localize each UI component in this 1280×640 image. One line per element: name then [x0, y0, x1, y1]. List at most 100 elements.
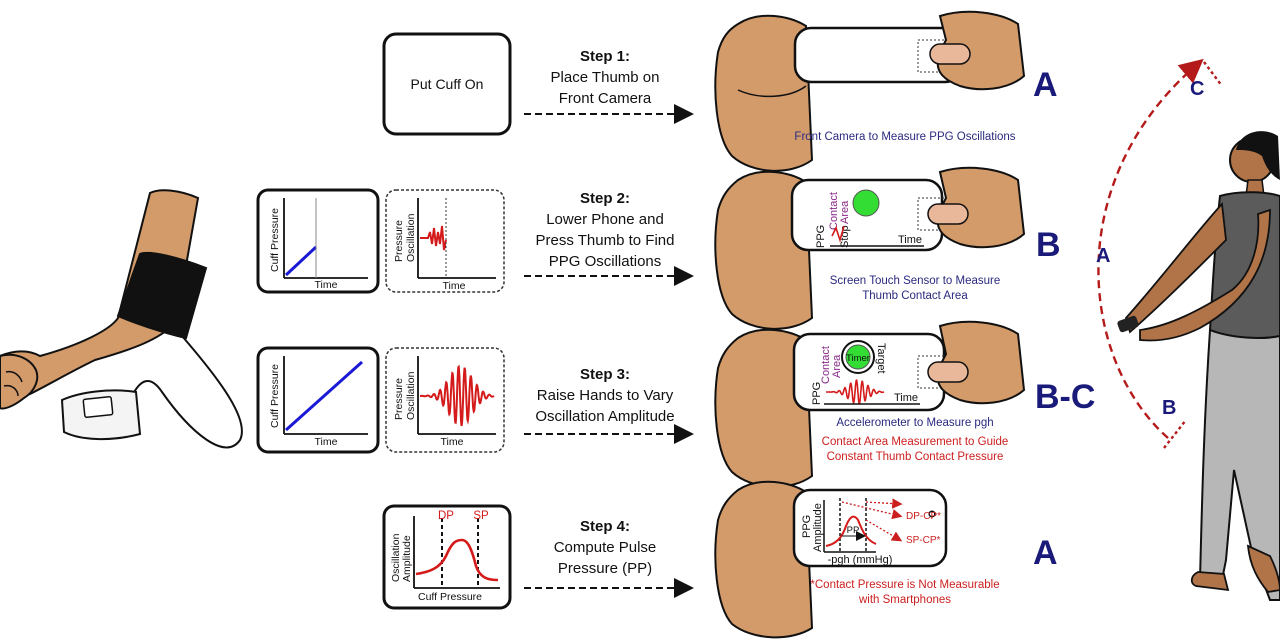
step2-line: Press Thumb to Find — [535, 232, 675, 249]
phone-hand-row4: PP PPG Amplitude -pgh (mmHg) DP-CP* SP-C… — [714, 480, 948, 639]
ylabel-oscillation: Oscillation — [390, 533, 402, 582]
contact-area-label: Area — [831, 354, 843, 378]
caption-line: Screen Touch Sensor to Measure — [829, 275, 1001, 287]
step1-line: Place Thumb on — [550, 69, 660, 86]
xlabel-time: Time — [443, 280, 466, 292]
time-label: Time — [894, 392, 918, 404]
row4-caption-red: *Contact Pressure is Not Measurable with… — [790, 578, 1020, 608]
arm — [0, 189, 200, 406]
row1-letter: A — [1033, 66, 1058, 104]
ylabel-oscillation: Oscillation — [405, 213, 417, 262]
ppg-amplitude-label: PPG — [801, 515, 813, 538]
cuff-band — [116, 252, 208, 340]
step4-title: Step 4: — [579, 518, 630, 535]
pp-label: PP — [847, 525, 860, 536]
step2-line: PPG Oscillations — [548, 253, 662, 270]
ylabel-pressure: Pressure — [393, 378, 405, 420]
step3-line: Raise Hands to Vary — [536, 387, 674, 404]
step3-title: Step 3: — [579, 366, 630, 383]
pgh-label: -pgh (mmHg) — [828, 554, 893, 566]
cuff-tube — [131, 335, 243, 449]
row4-letter: A — [1033, 534, 1058, 572]
ylabel-amplitude: Amplitude — [401, 535, 413, 582]
timer-label: Timer — [846, 353, 870, 364]
target-label: Target — [875, 343, 887, 374]
phone-hand-row2: Contact Area PPG Stop Time — [714, 166, 1026, 330]
arm-with-cuff-illustration — [0, 189, 243, 449]
ppg-label: PPG — [811, 382, 823, 405]
standing-person-illustration — [1097, 58, 1280, 601]
xlabel-time: Time — [441, 436, 464, 448]
row2-cuff-pressure-plot: Cuff Pressure Time — [256, 188, 380, 294]
arc-letter-b: B — [1162, 397, 1177, 419]
sp-cp-arrow — [865, 498, 903, 509]
step2-title: Step 2: — [579, 190, 630, 207]
caption-line: Accelerometer to Measure pgh — [836, 417, 994, 429]
arc-letter-c: C — [1190, 78, 1205, 100]
step3-text: Step 3: Raise Hands to Vary Oscillation … — [505, 364, 705, 427]
caption-line: Contact Area Measurement to Guide — [821, 436, 1009, 448]
caption-line: Front Camera to Measure PPG Oscillations — [794, 131, 1016, 143]
step2-text: Step 2: Lower Phone and Press Thumb to F… — [505, 188, 705, 272]
step1-text: Step 1: Place Thumb on Front Camera — [505, 46, 705, 109]
hair — [1236, 131, 1280, 180]
xlabel-time: Time — [315, 436, 338, 448]
row2-pressure-oscillation-plot: Pressure Oscillation Time — [385, 189, 505, 293]
contact-area-label: Contact — [828, 192, 840, 230]
stop-signal-trace — [831, 225, 845, 243]
put-cuff-on-label: Put Cuff On — [410, 76, 484, 92]
cuff-pressure-ramp — [284, 245, 318, 277]
step1-line: Front Camera — [558, 90, 652, 107]
ylabel-cuff-pressure: Cuff Pressure — [269, 208, 281, 272]
hand — [0, 353, 39, 410]
step4-line: Compute Pulse — [553, 539, 657, 556]
caption-line: *Contact Pressure is Not Measurable — [810, 579, 1000, 591]
left-foot — [1190, 571, 1230, 592]
cuff-pressure-ramp — [284, 360, 364, 432]
motion-arc — [1097, 58, 1204, 439]
caption-line: with Smartphones — [858, 594, 952, 606]
bp-monitor-screen — [82, 396, 114, 418]
sp-label: SP — [473, 510, 489, 522]
finger-lines — [3, 370, 23, 397]
row3-caption-red: Contact Area Measurement to Guide Consta… — [790, 435, 1040, 465]
dp-label: DP — [438, 510, 454, 522]
phone-hand-row3: Timer Target Contact Area PPG Time — [714, 320, 1026, 488]
ylabel-oscillation: Oscillation — [405, 371, 417, 420]
step1-title: Step 1: — [579, 48, 630, 65]
contact-area-label: Contact — [820, 346, 832, 384]
step2-line: Lower Phone and — [546, 211, 664, 228]
step4-text: Step 4: Compute Pulse Pressure (PP) — [505, 516, 705, 579]
time-label: Time — [898, 234, 922, 246]
contact-area-green-dot — [852, 189, 880, 217]
right-arm — [1139, 208, 1271, 342]
row1-caption: Front Camera to Measure PPG Oscillations — [770, 130, 1040, 145]
row2-caption: Screen Touch Sensor to Measure Thumb Con… — [800, 274, 1030, 304]
row3-cuff-pressure-plot: Cuff Pressure Time — [256, 346, 380, 454]
ppg-label: PPG — [815, 225, 827, 248]
step3-line: Oscillation Amplitude — [535, 408, 675, 425]
dp-cp-arrow — [841, 501, 903, 520]
right-foot — [1246, 544, 1280, 593]
row3-pressure-oscillation-plot: Pressure Oscillation Time — [385, 347, 505, 453]
large-oscillation-trace — [420, 364, 495, 427]
step4-line: Pressure (PP) — [557, 560, 653, 577]
ppg-amplitude-label: Amplitude — [812, 503, 824, 552]
held-phone — [1117, 315, 1139, 333]
small-oscillation-trace — [420, 225, 447, 251]
dp-cp-label: DP-CP* — [906, 511, 941, 522]
arc-letter-a: A — [1096, 245, 1111, 267]
sp-cp-label: SP-CP* — [906, 535, 941, 546]
ppg-trace — [826, 379, 885, 405]
ylabel-cuff-pressure: Cuff Pressure — [269, 364, 281, 428]
row3-caption-navy: Accelerometer to Measure pgh — [800, 416, 1030, 431]
sp-cp-arrow2 — [865, 519, 903, 542]
contact-area-label: Area — [839, 200, 851, 224]
ylabel-pressure: Pressure — [393, 220, 405, 262]
xlabel-time: Time — [315, 279, 338, 291]
row4-oscillation-amplitude-plot: DP SP Oscillation Amplitude Cuff Pressur… — [382, 504, 512, 610]
xlabel-cuff-pressure: Cuff Pressure — [418, 591, 482, 603]
caption-line: Thumb Contact Area — [862, 290, 968, 302]
row2-letter: B — [1036, 226, 1061, 264]
